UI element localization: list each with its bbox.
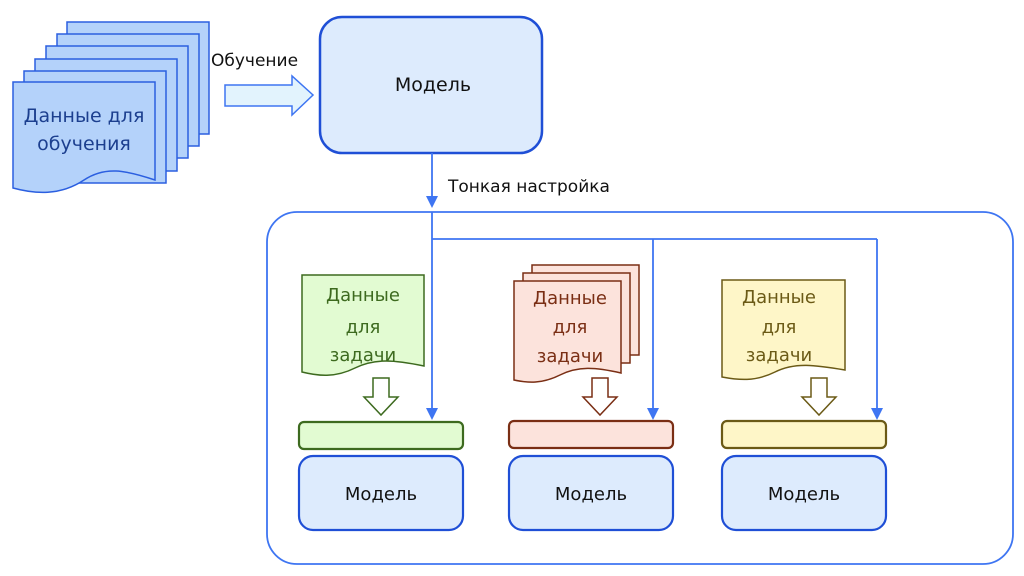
task-data-label-line3: задачи <box>746 345 812 366</box>
training-label: Обучение <box>211 51 298 71</box>
task-data-label-line1: Данные <box>533 288 607 309</box>
task-data-label-line1: Данные <box>326 285 400 306</box>
task-model-label: Модель <box>768 484 840 505</box>
branch-arrowhead-icon <box>871 408 883 420</box>
task-data-document <box>721 279 846 381</box>
finetune-container <box>266 211 1014 565</box>
pretrained-model: Модель <box>318 15 544 155</box>
distribution-lines <box>426 212 883 420</box>
branch-arrowhead-icon <box>647 408 659 420</box>
down-arrow-icon <box>581 377 619 417</box>
task-head-layer <box>720 419 888 450</box>
task-head-layer <box>297 420 465 451</box>
down-arrow-icon <box>800 377 838 417</box>
task-data-label-line2: для <box>762 317 797 338</box>
task-model-label: Модель <box>555 484 627 505</box>
dataset-label-line1: Данные для <box>24 105 145 127</box>
dataset-label-line2: обучения <box>37 133 131 155</box>
finetune-arrowhead-icon <box>426 196 438 208</box>
task-model-label: Модель <box>345 484 417 505</box>
task-model-box <box>507 454 675 532</box>
task-model-box <box>297 454 465 532</box>
model-label: Модель <box>395 74 471 96</box>
branch-arrowhead-icon <box>426 408 438 420</box>
dataset-front-page <box>12 81 156 194</box>
task-data-label-line2: для <box>346 317 381 338</box>
task-data-label-line2: для <box>553 317 588 338</box>
task-group-2: Данные для задачи Модель <box>507 264 675 532</box>
task-data-label-line3: задачи <box>537 346 603 367</box>
task-group-1: Данные для задачи Модель <box>297 274 465 532</box>
task-data-label-line3: задачи <box>330 345 396 366</box>
task-model-box <box>720 454 888 532</box>
training-arrow-icon <box>224 74 315 117</box>
model-box <box>318 15 544 155</box>
task-head-layer <box>507 419 675 450</box>
task-group-3: Данные для задачи Модель <box>720 279 888 532</box>
task-data-document <box>513 280 622 383</box>
task-data-document <box>301 274 425 376</box>
task-data-label-line1: Данные <box>742 287 816 308</box>
training-dataset-stack: Данные для обучения <box>12 21 210 194</box>
down-arrow-icon <box>362 377 400 417</box>
finetune-label: Тонкая настройка <box>447 177 610 197</box>
